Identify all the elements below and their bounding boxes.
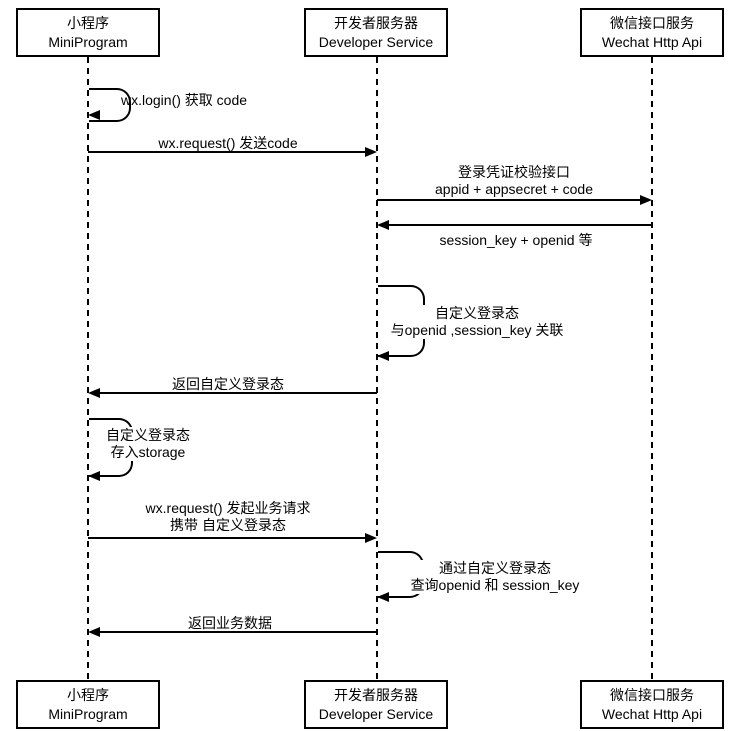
actor-label-en: Developer Service bbox=[318, 33, 434, 50]
message-label-line1: wx.request() 发起业务请求 bbox=[145, 500, 311, 516]
message-label-send-code: wx.request() 发送code bbox=[158, 135, 298, 151]
message-line-session-key bbox=[389, 224, 652, 226]
message-label-return-business-data: 返回业务数据 bbox=[188, 615, 272, 631]
arrowhead-icon bbox=[377, 220, 389, 230]
message-line-send-code bbox=[88, 151, 366, 153]
message-label-custom-login-state: 自定义登录态 与openid ,session_key 关联 bbox=[388, 305, 566, 339]
message-label-code2session: 登录凭证校验接口 appid + appsecret + code bbox=[435, 164, 593, 198]
arrowhead-icon bbox=[88, 388, 100, 398]
message-label-query-openid: 通过自定义登录态 查询openid 和 session_key bbox=[408, 560, 582, 594]
message-label-line2: appid + appsecret + code bbox=[434, 181, 594, 197]
arrowhead-icon bbox=[640, 195, 652, 205]
actor-box-developer-bottom: 开发者服务器 Developer Service bbox=[304, 680, 448, 729]
actor-label-zh: 微信接口服务 bbox=[610, 686, 694, 703]
actor-label-en: MiniProgram bbox=[48, 33, 128, 50]
message-line-code2session bbox=[377, 199, 641, 201]
message-label-line2: 与openid ,session_key 关联 bbox=[390, 322, 564, 338]
arrowhead-icon bbox=[365, 533, 377, 543]
message-label-business-request: wx.request() 发起业务请求 携带 自定义登录态 bbox=[146, 500, 311, 534]
actor-label-en: MiniProgram bbox=[48, 705, 128, 722]
actor-box-wechat-top: 微信接口服务 Wechat Http Api bbox=[580, 8, 724, 57]
arrowhead-icon bbox=[377, 592, 389, 602]
actor-box-wechat-bottom: 微信接口服务 Wechat Http Api bbox=[580, 680, 724, 729]
arrowhead-icon bbox=[88, 471, 100, 481]
arrowhead-icon bbox=[88, 110, 100, 120]
message-label-wx-login: wx.login() 获取 code bbox=[121, 92, 248, 108]
message-label-line1: 自定义登录态 bbox=[106, 427, 190, 443]
actor-label-zh: 开发者服务器 bbox=[334, 14, 418, 31]
actor-label-en: Developer Service bbox=[318, 705, 434, 722]
actor-box-miniprogram-bottom: 小程序 MiniProgram bbox=[16, 680, 160, 729]
actor-box-developer-top: 开发者服务器 Developer Service bbox=[304, 8, 448, 57]
lifeline-wechat bbox=[651, 57, 653, 680]
arrowhead-icon bbox=[365, 147, 377, 157]
message-label-store-storage: 自定义登录态 存入storage bbox=[104, 427, 192, 461]
lifeline-developer bbox=[376, 57, 378, 680]
message-line-return-login-state bbox=[100, 392, 377, 394]
message-line-business-request bbox=[88, 537, 366, 539]
arrowhead-icon bbox=[88, 627, 100, 637]
actor-box-miniprogram-top: 小程序 MiniProgram bbox=[16, 8, 160, 57]
message-label-line1: 通过自定义登录态 bbox=[439, 560, 551, 576]
self-message-loop-wx-login bbox=[89, 88, 131, 122]
actor-label-zh: 小程序 bbox=[67, 686, 109, 703]
message-label-line2: 携带 自定义登录态 bbox=[170, 517, 286, 533]
message-label-line2: 查询openid 和 session_key bbox=[410, 577, 580, 593]
message-line-return-business-data bbox=[100, 631, 377, 633]
lifeline-miniprogram bbox=[87, 57, 89, 680]
actor-label-en: Wechat Http Api bbox=[601, 33, 703, 50]
message-label-return-login-state: 返回自定义登录态 bbox=[172, 376, 284, 392]
actor-label-en: Wechat Http Api bbox=[601, 705, 703, 722]
message-label-session-key: session_key + openid 等 bbox=[439, 232, 593, 248]
message-label-line1: 登录凭证校验接口 bbox=[457, 164, 570, 180]
actor-label-zh: 开发者服务器 bbox=[334, 686, 418, 703]
actor-label-zh: 小程序 bbox=[67, 14, 109, 31]
message-label-line2: 存入storage bbox=[110, 444, 186, 460]
actor-label-zh: 微信接口服务 bbox=[610, 14, 694, 31]
arrowhead-icon bbox=[377, 351, 389, 361]
message-label-line1: 自定义登录态 bbox=[434, 305, 519, 321]
